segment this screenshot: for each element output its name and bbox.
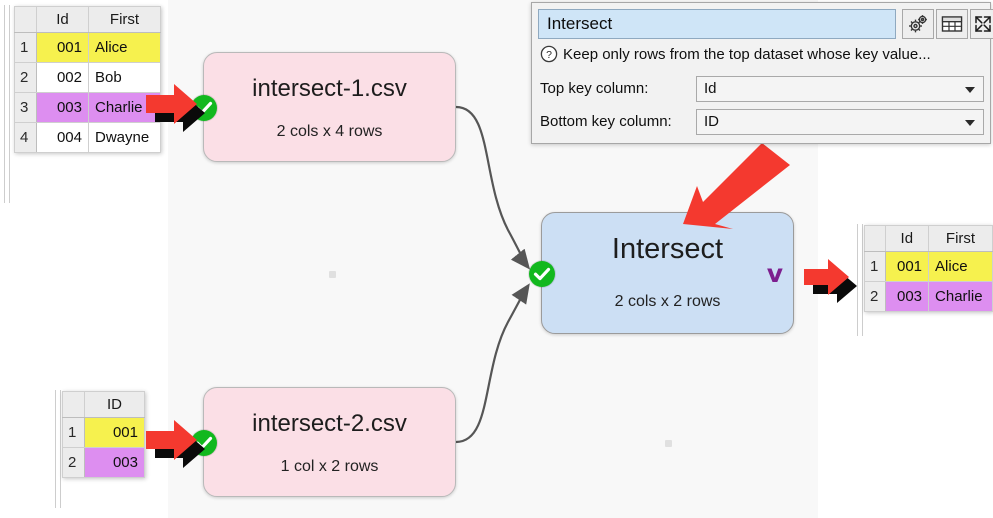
column-header[interactable]: First: [928, 225, 993, 252]
svg-text:?: ?: [546, 49, 552, 61]
node-intersect-1-csv[interactable]: intersect-1.csv 2 cols x 4 rows: [191, 52, 456, 162]
status-ok-icon: [529, 261, 555, 287]
node-subtitle: 2 cols x 2 rows: [614, 293, 721, 310]
row-header[interactable]: 1: [864, 251, 886, 282]
row-header[interactable]: 1: [62, 417, 85, 448]
column-header[interactable]: ID: [84, 391, 145, 418]
dialog-titlebar: Intersect: [538, 9, 993, 39]
bottom-key-column-row: Bottom key column: ID: [540, 109, 984, 135]
row-header[interactable]: 2: [62, 447, 85, 478]
table-cell[interactable]: 003: [884, 281, 930, 312]
bottom-key-column-label: Bottom key column:: [540, 113, 672, 130]
bottom-key-column-select[interactable]: ID: [696, 109, 984, 135]
help-icon[interactable]: ?: [540, 45, 558, 67]
table-cell[interactable]: 003: [36, 92, 89, 123]
table-cell[interactable]: Alice: [928, 251, 993, 282]
top-key-column-select[interactable]: Id: [696, 76, 984, 102]
table-cell[interactable]: Alice: [88, 32, 161, 63]
column-header[interactable]: Id: [36, 6, 89, 33]
table-cell[interactable]: 001: [36, 32, 89, 63]
table-cell[interactable]: Charlie: [928, 281, 993, 312]
row-header[interactable]: 2: [864, 281, 886, 312]
column-header[interactable]: Id: [884, 225, 930, 252]
dialog-help-text-row: ? Keep only rows from the top dataset wh…: [540, 45, 984, 69]
node-subtitle: 1 col x 2 rows: [280, 458, 379, 475]
table-corner: [62, 391, 85, 418]
chevron-down-icon[interactable]: v: [766, 259, 783, 288]
dialog-help-text: Keep only rows from the top dataset whos…: [563, 46, 931, 63]
gears-icon[interactable]: [902, 9, 934, 39]
status-ok-icon: [191, 430, 217, 456]
top-key-column-value: Id: [704, 80, 717, 97]
table-cell[interactable]: Bob: [88, 62, 161, 93]
table-icon[interactable]: [936, 9, 968, 39]
top-key-column-row: Top key column: Id: [540, 76, 984, 102]
table-cell[interactable]: 001: [84, 417, 145, 448]
table-cell[interactable]: 003: [84, 447, 145, 478]
node-intersect-operation[interactable]: Intersect 2 cols x 2 rows v: [529, 212, 794, 334]
row-header[interactable]: 4: [14, 122, 37, 153]
table-left-rail: [4, 5, 10, 203]
node-title: Intersect: [611, 233, 724, 265]
chevron-down-icon: [965, 120, 975, 126]
node-title: intersect-1.csv: [252, 75, 407, 102]
table-cell[interactable]: Charlie: [88, 92, 161, 123]
canvas-grid-dot: [665, 440, 672, 447]
chevron-down-icon: [965, 87, 975, 93]
node-title: intersect-2.csv: [252, 410, 407, 437]
node-intersect-2-csv[interactable]: intersect-2.csv 1 col x 2 rows: [191, 387, 456, 497]
status-ok-icon: [191, 95, 217, 121]
bottom-key-column-value: ID: [704, 113, 719, 130]
table-cell[interactable]: 004: [36, 122, 89, 153]
table-corner: [864, 225, 886, 252]
table-left-rail: [55, 390, 61, 508]
table-cell[interactable]: 001: [884, 251, 930, 282]
canvas-grid-dot: [329, 271, 336, 278]
row-header[interactable]: 2: [14, 62, 37, 93]
table-left-rail: [857, 224, 863, 336]
expand-icon[interactable]: [970, 9, 993, 39]
dialog-name-input[interactable]: Intersect: [538, 9, 896, 39]
table-cell[interactable]: 002: [36, 62, 89, 93]
row-header[interactable]: 1: [14, 32, 37, 63]
table-corner: [14, 6, 37, 33]
row-header[interactable]: 3: [14, 92, 37, 123]
column-header[interactable]: First: [88, 6, 161, 33]
node-subtitle: 2 cols x 4 rows: [276, 123, 383, 140]
top-key-column-label: Top key column:: [540, 80, 649, 97]
table-cell[interactable]: Dwayne: [88, 122, 161, 153]
intersect-settings-dialog[interactable]: Intersect: [531, 2, 993, 144]
